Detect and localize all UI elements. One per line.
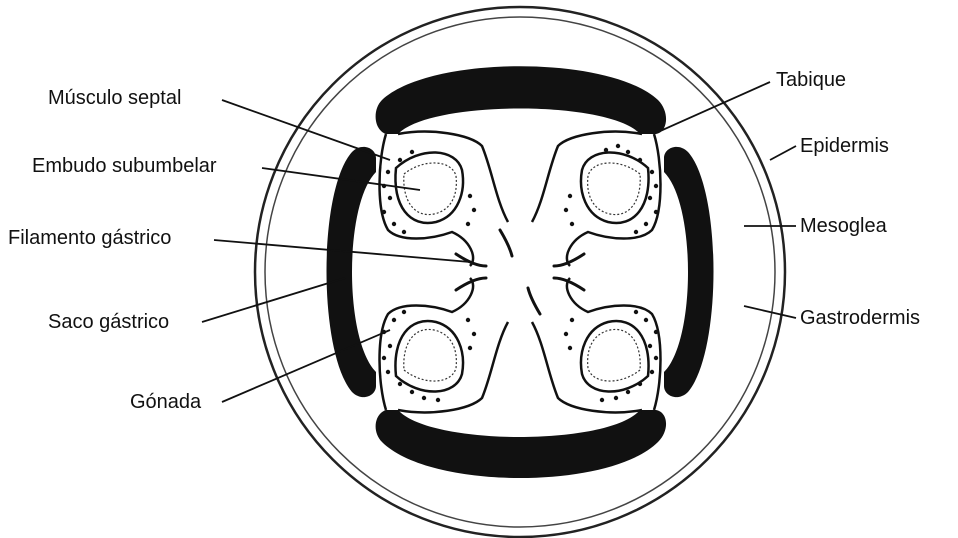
leader-tabique <box>658 82 770 132</box>
label-tabique: Tabique <box>776 70 846 90</box>
subumbrellar-funnels-inner <box>404 163 640 381</box>
stipple-upper-right <box>564 144 658 234</box>
gastric-filament-down <box>528 288 540 314</box>
funnel-upper-right <box>581 152 649 223</box>
subumbrellar-funnels <box>395 152 648 391</box>
septal-lobe-lower-right <box>532 278 661 412</box>
funnel-inner-lower-left <box>404 329 457 381</box>
funnel-inner-upper-right <box>588 163 641 215</box>
septal-lobe-upper-right <box>532 132 661 266</box>
leader-musculo-septal <box>222 100 390 160</box>
stipple-lower-right <box>564 310 658 402</box>
label-gonada: Gónada <box>130 392 201 412</box>
label-mesoglea: Mesoglea <box>800 216 887 236</box>
label-embudo-subumbelar: Embudo subumbelar <box>32 156 217 176</box>
septal-lobes <box>380 132 661 413</box>
label-gastrodermis: Gastrodermis <box>800 308 920 328</box>
gastrodermis-left-band <box>327 147 377 397</box>
gastrodermis-bands <box>327 66 714 478</box>
leader-epidermis <box>770 146 796 160</box>
gonad-stippling <box>382 144 658 402</box>
funnel-lower-left <box>395 321 463 392</box>
label-epidermis: Epidermis <box>800 136 889 156</box>
leader-gastrodermis <box>744 306 796 318</box>
funnel-lower-right <box>581 321 649 392</box>
gastric-filaments <box>456 230 584 314</box>
gastric-filament-up <box>500 230 512 256</box>
gastrodermis-bottom-band <box>376 410 666 478</box>
gastrodermis-right-band <box>664 147 714 397</box>
leader-saco-gastrico <box>202 278 345 322</box>
label-saco-gastrico: Saco gástrico <box>48 312 169 332</box>
label-musculo-septal: Músculo septal <box>48 88 181 108</box>
label-filamento-gastrico: Filamento gástrico <box>8 228 171 248</box>
gastrodermis-top-band <box>376 66 666 134</box>
funnel-inner-lower-right <box>588 329 641 381</box>
